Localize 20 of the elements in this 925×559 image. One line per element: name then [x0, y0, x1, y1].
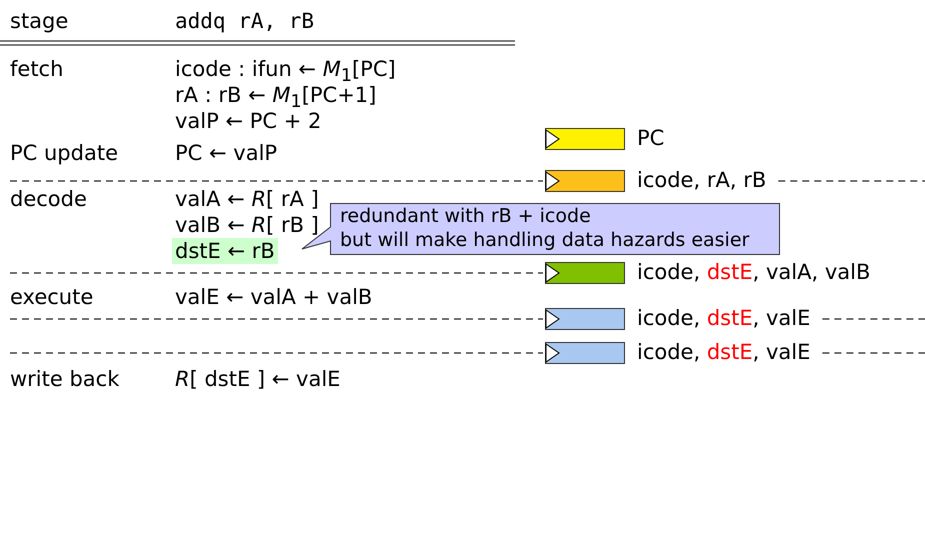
- register-transfer: dstE ← rB: [172, 238, 278, 264]
- register-fields: icode, dstE, valA, valB: [637, 259, 870, 285]
- register-transfer: valB ← R[ rB ]: [175, 212, 319, 238]
- stage-name: fetch: [10, 56, 64, 82]
- register-fields: icode, dstE, valE: [637, 339, 810, 365]
- register-fields: icode, dstE, valE: [637, 305, 810, 331]
- register-fields: PC: [637, 125, 664, 151]
- stage-name: execute: [10, 284, 94, 310]
- register-transfer: valA ← R[ rA ]: [175, 186, 319, 212]
- callout-text: redundant with rB + icode: [340, 204, 591, 228]
- callout-text: but will make handling data hazards easier: [340, 228, 750, 252]
- column-header: addq rA, rB: [175, 8, 314, 34]
- stage-name: decode: [10, 186, 87, 212]
- column-header: stage: [10, 8, 68, 34]
- stage-name: PC update: [10, 140, 118, 166]
- register-transfer: PC ← valP: [175, 140, 278, 166]
- register-transfer: R[ dstE ] ← valE: [175, 366, 340, 392]
- stage-name: write back: [10, 366, 120, 392]
- register-transfer: valE ← valA + valB: [175, 284, 372, 310]
- register-fields: icode, rA, rB: [637, 167, 766, 193]
